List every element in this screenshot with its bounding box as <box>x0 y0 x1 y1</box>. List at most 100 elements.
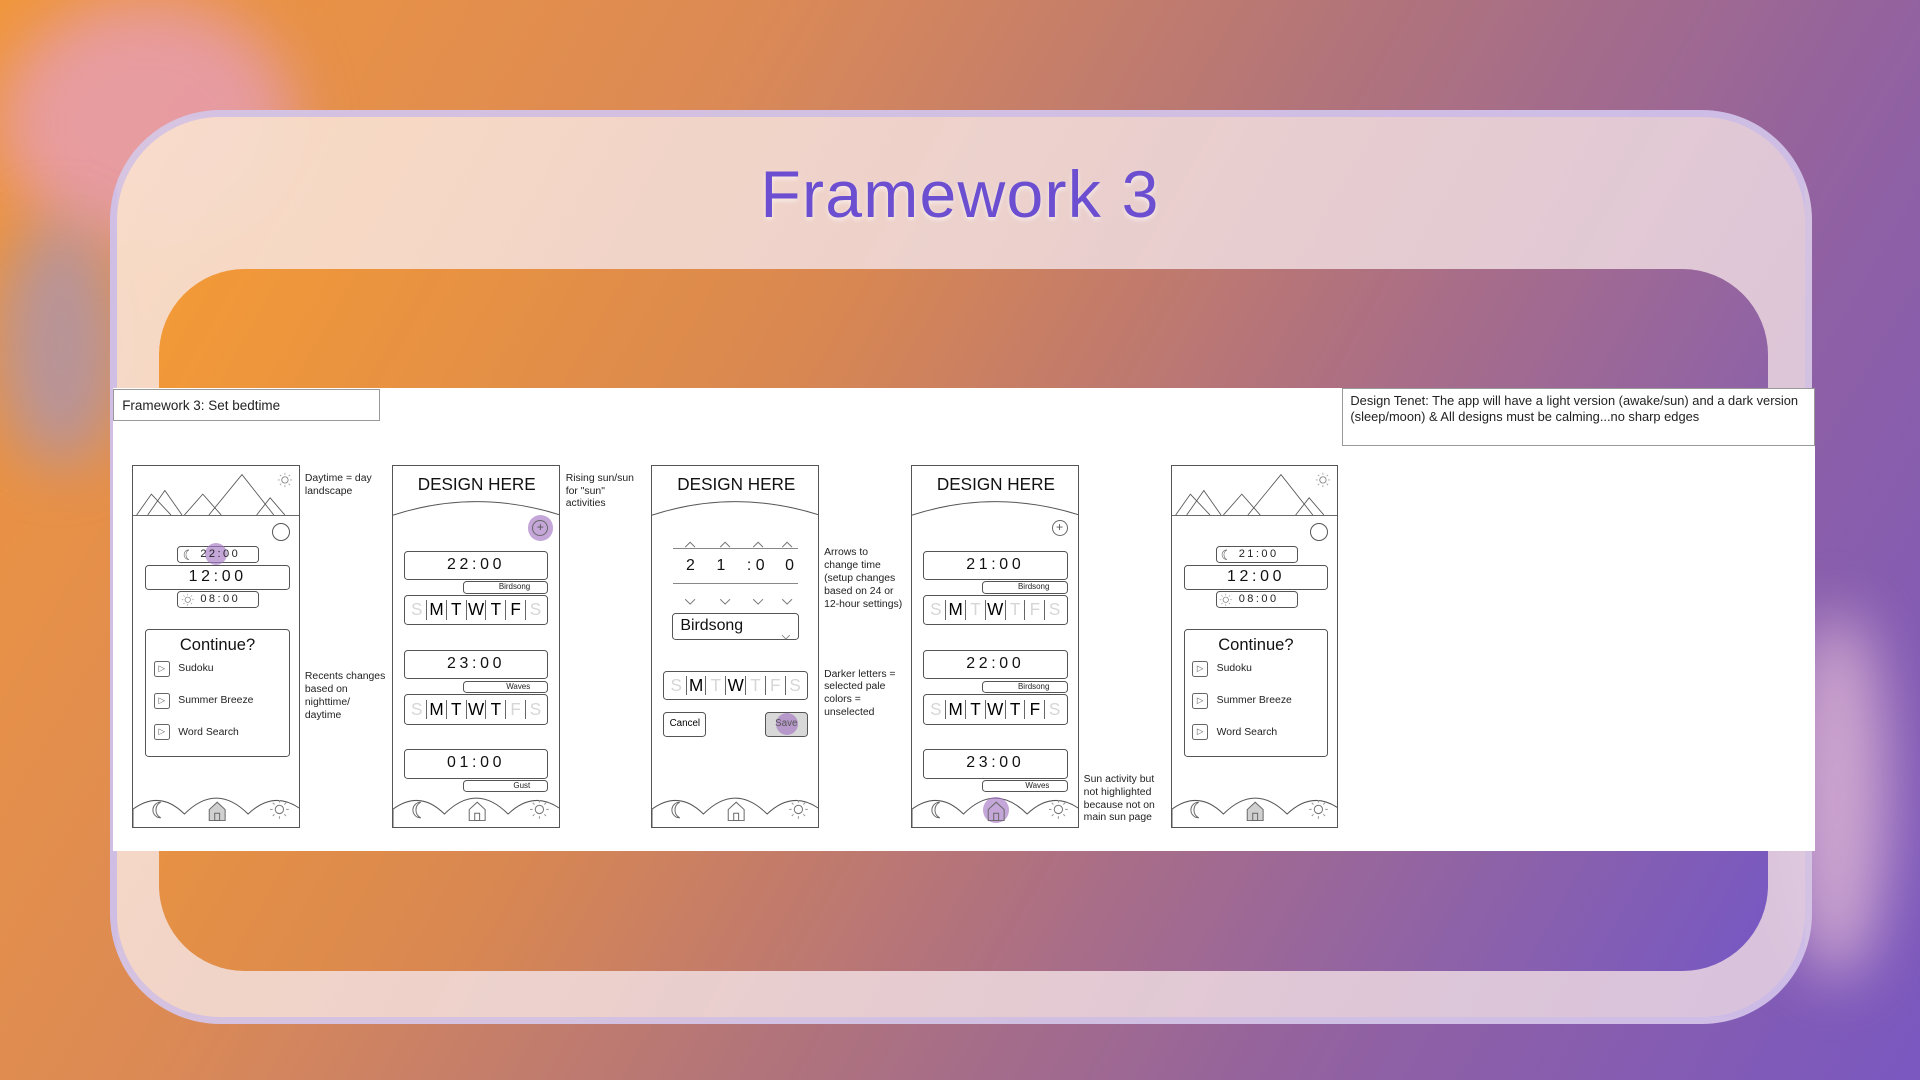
day-toggle[interactable]: T <box>445 699 466 720</box>
home-icon[interactable] <box>727 801 745 822</box>
chevron-down-icon[interactable] <box>781 592 793 605</box>
day-toggle[interactable]: S <box>525 699 545 720</box>
home-icon[interactable] <box>1246 801 1264 822</box>
alarm-time[interactable]: 23:00 <box>403 649 549 680</box>
home-icon[interactable] <box>208 801 226 822</box>
cancel-button[interactable]: Cancel <box>663 712 707 737</box>
landscape-mountains <box>133 466 299 517</box>
moon-icon[interactable] <box>408 799 428 821</box>
recent-item[interactable]: ▷Word Search <box>153 724 239 741</box>
day-toggle[interactable]: M <box>426 699 446 720</box>
add-alarm-button[interactable]: + <box>532 520 549 537</box>
save-button[interactable]: Save <box>765 712 808 737</box>
sun-icon[interactable] <box>1048 799 1069 820</box>
profile-circle[interactable] <box>1309 522 1329 541</box>
day-toggle[interactable]: F <box>1024 699 1044 720</box>
time-digit[interactable]: 0 <box>755 556 765 574</box>
day-toggle[interactable]: S <box>1044 699 1064 720</box>
alarm-sound-tag[interactable]: Gust <box>462 779 549 792</box>
chevron-up-icon[interactable] <box>684 535 696 547</box>
day-toggle[interactable]: M <box>945 699 965 720</box>
chevron-down-icon[interactable] <box>719 592 731 605</box>
moon-icon[interactable] <box>667 799 687 821</box>
day-toggle[interactable]: S <box>670 674 682 695</box>
alarm-sound-tag[interactable]: Birdsong <box>981 680 1068 693</box>
time-digit[interactable]: : <box>746 556 752 574</box>
alarm-sound-tag[interactable]: Birdsong <box>462 581 549 594</box>
alarm-time[interactable]: 22:00 <box>403 550 549 581</box>
day-toggle[interactable]: F <box>1024 600 1044 620</box>
day-toggle[interactable]: S <box>1044 600 1064 620</box>
day-toggle[interactable]: T <box>485 600 505 620</box>
day-toggle[interactable]: S <box>930 599 942 620</box>
time-digit[interactable]: 1 <box>716 556 726 574</box>
day-toggle[interactable]: S <box>410 698 423 719</box>
sun-icon[interactable] <box>1308 799 1329 820</box>
day-toggle[interactable]: M <box>426 600 446 620</box>
alarm-sound-tag[interactable]: Birdsong <box>981 581 1068 594</box>
moon-icon[interactable] <box>1186 799 1206 821</box>
day-toggle[interactable]: W <box>465 699 486 720</box>
chevron-down-icon[interactable] <box>684 592 696 605</box>
day-toggle[interactable]: S <box>784 675 805 696</box>
time-digit[interactable]: 0 <box>785 556 794 574</box>
day-toggle[interactable]: S <box>930 698 942 719</box>
moon-icon <box>181 548 193 561</box>
day-toggle[interactable]: M <box>945 600 965 620</box>
time-digit[interactable]: 2 <box>685 556 695 574</box>
home-icon[interactable] <box>468 801 486 822</box>
recent-item[interactable]: ▷Sudoku <box>153 660 214 677</box>
recents-title: Continue? <box>1218 635 1294 655</box>
day-toggle[interactable]: F <box>505 600 525 620</box>
alarm-time[interactable]: 23:00 <box>923 749 1068 779</box>
day-toggle[interactable]: T <box>1004 699 1025 720</box>
day-toggle[interactable]: F <box>764 675 785 696</box>
day-toggle[interactable]: W <box>465 600 486 620</box>
alarm-sound-tag[interactable]: Waves <box>981 779 1068 792</box>
add-alarm-button[interactable]: + <box>1051 520 1068 537</box>
day-toggle[interactable]: T <box>445 600 466 620</box>
day-toggle[interactable]: F <box>505 699 525 720</box>
day-toggle[interactable]: T <box>705 675 725 696</box>
day-toggle[interactable]: M <box>685 675 706 696</box>
day-toggle[interactable]: W <box>984 699 1005 720</box>
alarm-time[interactable]: 22:00 <box>923 649 1068 680</box>
day-toggle[interactable]: S <box>525 600 545 620</box>
recent-item[interactable]: ▷Summer Breeze <box>153 692 253 709</box>
sound-dropdown[interactable]: Birdsong <box>672 613 800 641</box>
chevron-up-icon[interactable] <box>781 535 793 547</box>
moon-icon[interactable] <box>148 799 168 821</box>
alarm-time[interactable]: 21:00 <box>923 550 1068 581</box>
wake-pill[interactable]: 08:00 <box>177 591 260 609</box>
day-toggle[interactable]: T <box>965 600 985 620</box>
alarm-sound-tag[interactable]: Waves <box>462 680 549 693</box>
day-toggle[interactable]: S <box>410 599 423 620</box>
chevron-down-icon[interactable] <box>752 592 764 605</box>
day-toggle[interactable]: W <box>725 675 745 696</box>
wake-pill[interactable]: 08:00 <box>1215 591 1298 609</box>
day-toggle[interactable]: T <box>1004 600 1025 620</box>
recent-item[interactable]: ▷Sudoku <box>1192 660 1252 677</box>
alarm-time[interactable]: 01:00 <box>403 749 549 779</box>
recent-item[interactable]: ▷Summer Breeze <box>1192 692 1292 709</box>
sun-icon[interactable] <box>788 799 809 820</box>
profile-circle[interactable] <box>271 522 290 541</box>
chevron-up-icon[interactable] <box>752 535 764 547</box>
moon-icon[interactable] <box>927 799 947 821</box>
day-toggle[interactable]: T <box>485 699 505 720</box>
sun-icon[interactable] <box>529 799 550 820</box>
bedtime-pill[interactable]: 22:00 <box>177 543 260 566</box>
recent-item[interactable]: ▷Word Search <box>1192 724 1277 741</box>
sun-icon[interactable] <box>269 799 290 820</box>
day-toggle[interactable]: T <box>745 675 765 696</box>
bedtime-pill[interactable]: 21:00 <box>1215 545 1298 563</box>
day-toggle[interactable]: W <box>984 600 1005 620</box>
day-toggle[interactable]: T <box>965 699 985 720</box>
chevron-up-icon[interactable] <box>719 535 731 547</box>
home-icon[interactable] <box>987 801 1005 822</box>
